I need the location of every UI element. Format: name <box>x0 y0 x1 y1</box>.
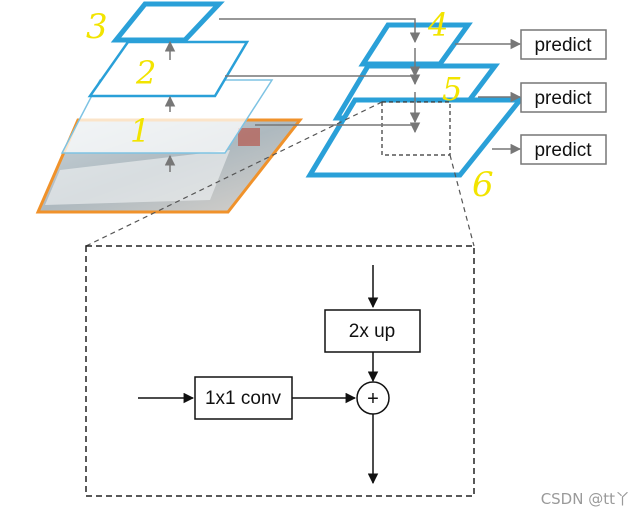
handwritten-number-5: 5 <box>442 70 462 108</box>
handwritten-number-4: 4 <box>427 6 448 44</box>
predict-box-1: predict <box>520 29 607 60</box>
handwritten-number-2: 2 <box>135 54 156 92</box>
predict-label-3: predict <box>534 140 592 161</box>
bottom-up-level-2 <box>87 40 250 98</box>
handwritten-number-1: 1 <box>130 112 150 150</box>
predict-box-3: predict <box>520 134 607 165</box>
lateral-conv-box: 1x1 conv <box>194 376 293 420</box>
watermark: CSDN @tt丫 <box>541 490 630 508</box>
handwritten-number-6: 6 <box>472 165 494 205</box>
zoom-line-right <box>449 154 475 247</box>
bottom-up-level-3 <box>110 1 225 43</box>
detail-panel <box>85 245 475 497</box>
predict-box-2: predict <box>520 82 607 113</box>
zoom-line-left <box>85 101 383 247</box>
lateral-conv-label: 1x1 conv <box>205 388 282 409</box>
lateral-connection-3-4 <box>219 18 421 44</box>
predict-label-2: predict <box>534 88 592 109</box>
top-down-level-6 <box>305 97 526 178</box>
predict-label-1: predict <box>534 35 592 56</box>
merge-add-node: + <box>356 381 390 415</box>
lateral-connection-1-6 <box>255 122 421 134</box>
upsample-label: 2x up <box>349 321 395 342</box>
upsample-box: 2x up <box>324 309 421 353</box>
merge-symbol: + <box>367 388 379 410</box>
handwritten-number-3: 3 <box>86 7 108 47</box>
merge-highlight-box <box>381 101 451 156</box>
